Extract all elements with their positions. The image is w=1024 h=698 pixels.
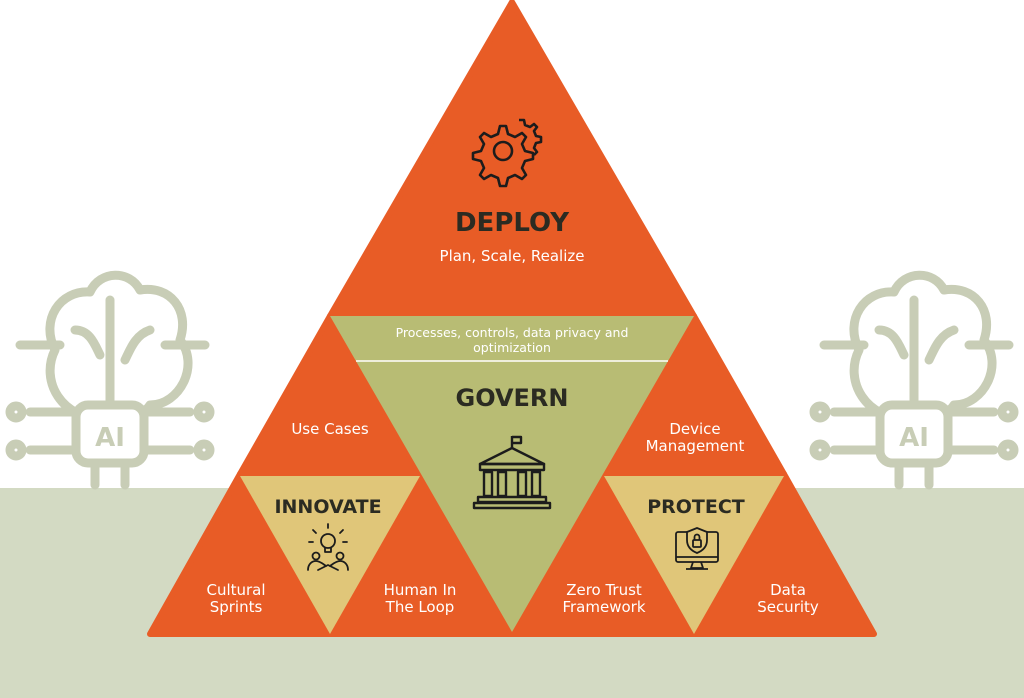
brain-label-left: AI	[95, 423, 125, 453]
use-cases-label: Use Cases	[291, 420, 369, 438]
govern-band-text: Processes, controls, data privacy and op…	[395, 325, 629, 355]
human-in-the-loop-label: Human In The Loop	[383, 581, 457, 616]
device-management-label: Device Management	[645, 420, 745, 455]
data-security-label: Data Security	[757, 581, 819, 616]
use-cases-triangle	[237, 313, 423, 477]
deploy-triangle	[327, 0, 697, 319]
secure-monitor-icon	[675, 527, 719, 570]
deploy-title: DEPLOY	[454, 208, 570, 238]
zero-trust-label: Zero Trust Framework	[562, 581, 646, 616]
deploy-subtitle: Plan, Scale, Realize	[439, 247, 585, 265]
gear-icon	[471, 118, 543, 188]
govern-triangle	[330, 316, 694, 632]
govern-title: GOVERN	[455, 384, 569, 412]
brain-circuit-icon-right	[809, 270, 1019, 490]
building-icon	[472, 435, 552, 510]
brain-circuit-icon-left	[5, 270, 215, 490]
protect-triangle	[604, 476, 784, 634]
protect-title: PROTECT	[647, 496, 745, 518]
cultural-sprints-label: Cultural Sprints	[206, 581, 266, 616]
innovate-title: INNOVATE	[274, 496, 382, 518]
brain-label-right: AI	[899, 423, 929, 453]
lightbulb-people-icon	[307, 523, 349, 571]
innovate-triangle	[240, 476, 420, 634]
device-management-triangle	[601, 313, 787, 477]
